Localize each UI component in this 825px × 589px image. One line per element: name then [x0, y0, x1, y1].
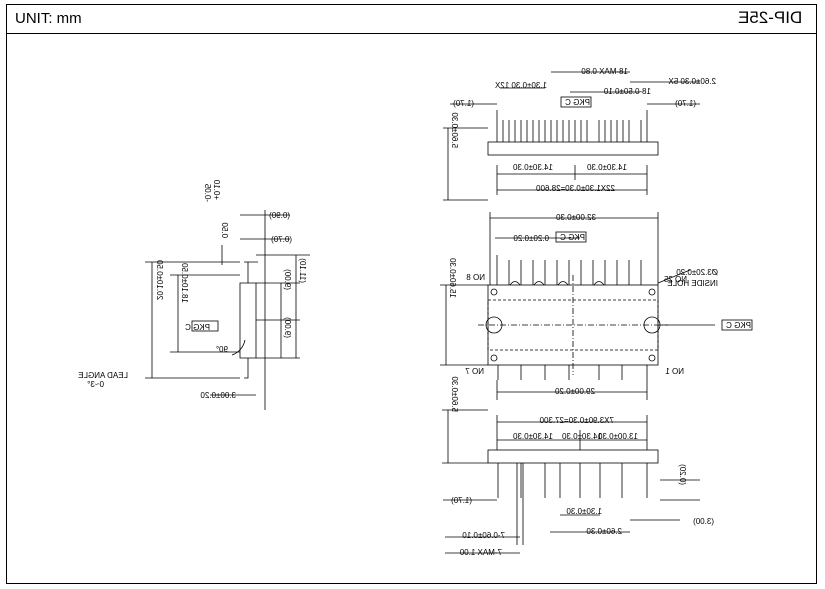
top-22x: 22X1.30±0.30=28.600 — [536, 184, 615, 193]
bottom-0-20: (0.20) — [678, 464, 687, 485]
side-3-00: 3.00±0.20 — [200, 391, 236, 400]
left-mounting-hole — [485, 316, 503, 334]
side-lead-range: 0~3° — [87, 380, 104, 389]
side-0-70: (0.70) — [271, 235, 292, 244]
bottom-14-30: 14.30±0.30 — [512, 432, 553, 441]
bottom-7-0: 7-0.60±0.10 — [462, 531, 505, 540]
bottom-1-30: 1.30±0.30 — [566, 507, 602, 516]
side-lead-angle: LEAD ANGLE — [78, 371, 128, 380]
front-view: 32.00±0.30 0.20±0.20 PKG C NO 8 NO 25 Ø3… — [440, 212, 753, 400]
side-9-b: (9.00) — [283, 317, 292, 338]
unit-label: UNIT: mm — [15, 10, 82, 27]
front-15: 15.60±0.30 — [448, 257, 457, 298]
side-20-10: 20.10±0.50 — [155, 259, 164, 300]
header-bar: UNIT: mm DIP-25E — [7, 5, 816, 34]
drawing-frame: UNIT: mm DIP-25E — [6, 4, 817, 584]
side-angle: 90° — [216, 345, 228, 354]
front-no-1: NO 1 — [665, 367, 684, 376]
bottom-7x: 7X3.90±0.30=27.300 — [539, 416, 614, 425]
top-14-30-b: 14.30±0.30 — [586, 163, 627, 172]
bottom-5-60: 5.60±0.30 — [450, 376, 459, 412]
front-0-20: 0.20±0.20 — [513, 234, 549, 243]
side-9-a: (9.00) — [283, 269, 292, 290]
bottom-14-30-b: 14.30±0.30 — [561, 432, 602, 441]
top-pins — [496, 110, 648, 142]
top-view: 18-MAX 0.80 2.60±0.30 5X 1.30±0.30 12X 1… — [443, 67, 716, 201]
bottom-3-00: (3.00) — [693, 517, 714, 526]
bottom-2-60: 2.60±0.30 — [586, 527, 622, 536]
side-pkg-c-box — [191, 320, 219, 332]
top-1-70-r: (1.70) — [675, 99, 696, 108]
front-no-7: NO 7 — [465, 367, 484, 376]
front-upper-pins — [496, 255, 642, 286]
top-1-70-l: (1.70) — [453, 99, 474, 108]
side-18-10: 18.10±0.50 — [180, 262, 189, 303]
top-pkg-c-box — [560, 96, 592, 108]
front-no-25: NO 25 — [663, 275, 687, 284]
side-lead-top — [244, 261, 258, 283]
side-11: (11.10) — [298, 258, 307, 283]
bottom-pins — [497, 463, 648, 545]
top-1-30-12x: 1.30±0.30 12X — [494, 81, 547, 90]
front-pkg-c-right-box — [721, 319, 753, 331]
front-inside-hole: INSIDE HOLE — [667, 279, 718, 288]
top-18-0-50: 18-0.50±0.10 — [603, 87, 651, 96]
front-hole: Ø3.20±0.20 — [676, 268, 718, 277]
front-29: 29.00±0.20 — [554, 387, 595, 396]
front-pkg-c-top: PKG C — [560, 233, 585, 242]
front-pkg-c-top-box — [555, 231, 587, 243]
front-pkg-c-right: PKG C — [726, 321, 751, 330]
side-plus: +0.10 — [212, 179, 221, 200]
side-pkg-c-label: PKG C — [185, 323, 210, 332]
side-0-50: 0.50 — [220, 222, 229, 238]
top-2-60-5x: 2.60±0.30 5X — [668, 77, 716, 86]
bottom-7-max: 7-MAX 1.00 — [459, 548, 502, 557]
side-0-90: (0.90) — [269, 211, 290, 220]
bottom-view: 5.60±0.30 7X3.90±0.30=27.300 14.30±0.30 … — [442, 376, 714, 557]
top-14-30-a: 14.30±0.30 — [512, 163, 553, 172]
front-no-8: NO 8 — [466, 273, 485, 282]
top-pkg-c: PKG C — [565, 98, 590, 107]
top-18-max: 18-MAX 0.80 — [581, 67, 628, 76]
bottom-body — [487, 449, 659, 464]
front-lower-pins — [497, 365, 648, 380]
bottom-13: 13.00±0.30 — [597, 432, 638, 441]
side-minus: -0.05 — [203, 183, 212, 202]
front-32: 32.00±0.30 — [555, 213, 596, 222]
top-body — [487, 141, 659, 156]
side-lead-bottom — [244, 358, 249, 379]
bottom-1-70: (1.70) — [451, 496, 472, 505]
side-view: PKG C 0.50 +0.10 -0.05 (0.90) (0.70) 20.… — [78, 179, 310, 410]
top-side: 5.60±0.30 — [450, 112, 459, 148]
